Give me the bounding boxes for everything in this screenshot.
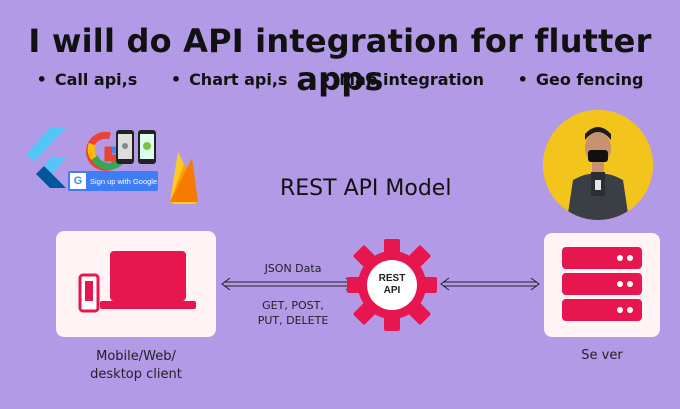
- feature-item: Call api,s: [37, 70, 138, 89]
- google-g-icon: G: [70, 173, 86, 189]
- laptop-phone-icon: [78, 251, 196, 313]
- person-photo-icon: [543, 110, 653, 220]
- client-label-line: desktop client: [90, 367, 182, 382]
- google-signin-button: G Sign up with Google: [68, 171, 158, 191]
- gear-label-line: API: [383, 285, 401, 296]
- client-card: [56, 231, 216, 337]
- methods-line: GET, POST,: [262, 299, 324, 312]
- json-data-label: JSON Data: [264, 262, 322, 275]
- android-phone-icon: [138, 130, 156, 164]
- client-caption: Mobile/Web/ desktop client: [56, 348, 216, 384]
- bidirectional-arrow-icon: [440, 277, 540, 291]
- page-title: I will do API integration for flutter ap…: [28, 22, 652, 98]
- bidirectional-arrow-icon: [221, 277, 355, 291]
- server-caption: Se ver: [581, 348, 623, 363]
- model-title: REST API Model: [280, 176, 452, 201]
- feature-item: Chart api,s: [171, 70, 288, 89]
- gear-icon: [347, 239, 437, 331]
- gear-label-line: REST: [378, 273, 406, 284]
- server-stack-icon: [562, 247, 642, 321]
- feature-item: Map integration: [321, 70, 484, 89]
- flutter-logo-icon: [26, 128, 66, 188]
- tech-logos: [26, 128, 198, 204]
- methods-line: PUT, DELETE: [257, 314, 329, 327]
- gear-label: REST API: [370, 273, 414, 297]
- signin-label: Sign up with Google: [90, 176, 158, 186]
- iphone-icon: [116, 130, 134, 164]
- http-methods: GET, POST, PUT, DELETE: [238, 298, 348, 328]
- client-label-line: Mobile/Web/: [96, 349, 176, 364]
- server-card: [544, 233, 660, 337]
- feature-list: Call api,s Chart api,s Map integration G…: [0, 70, 680, 89]
- firebase-logo-icon: [170, 152, 198, 204]
- feature-item: Geo fencing: [518, 70, 644, 89]
- avatar: [543, 110, 653, 220]
